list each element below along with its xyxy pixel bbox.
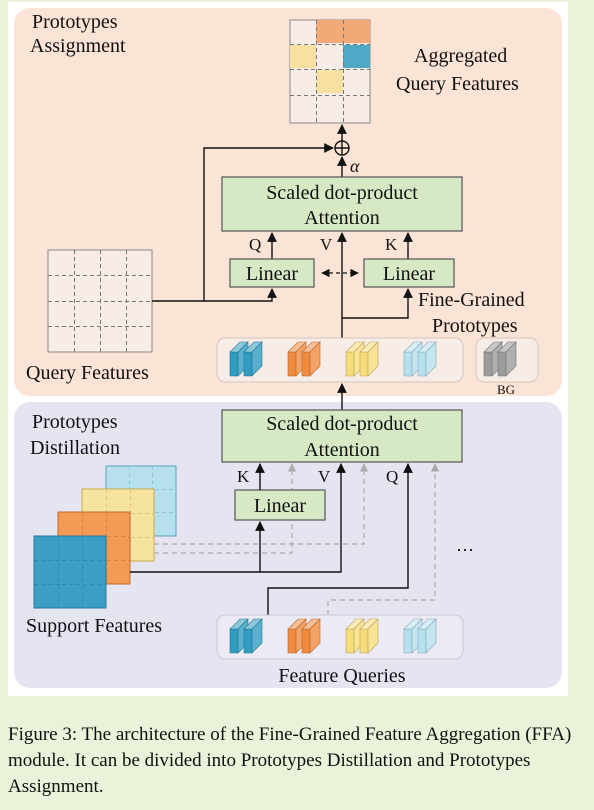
linear-left-label: Linear [246, 263, 299, 285]
distillation-attention-line1: Scaled dot-product [266, 413, 418, 435]
linear-right-label: Linear [383, 263, 436, 285]
token-pair [345, 341, 379, 377]
distillation-v-label: V [318, 467, 331, 486]
distillation-linear-label: Linear [254, 495, 307, 517]
distillation-linear-box [234, 489, 326, 521]
fine-grained-label-line2: Prototypes [432, 315, 518, 337]
token-pair [345, 618, 379, 654]
assignment-k-label: K [385, 235, 398, 254]
aggregated-label-line1: Aggregated [414, 45, 507, 67]
figure-caption: Figure 3: The architecture of the Fine-G… [8, 724, 572, 797]
assignment-attention-box [221, 176, 463, 232]
sum-node-icon [334, 140, 350, 156]
arrow-prototypes-to-linear [342, 288, 413, 319]
assignment-q-label: Q [249, 235, 261, 254]
linear-right-box [363, 258, 455, 288]
dashed-arrow-other-k [100, 463, 297, 554]
arrow-query-residual [203, 143, 334, 301]
distillation-q-label: Q [386, 467, 398, 486]
support-features-stack [33, 465, 177, 609]
token-pair [229, 618, 263, 654]
feature-query-tokens [229, 618, 437, 654]
fine-grained-prototypes-tray [216, 337, 464, 383]
alpha-label: α [350, 156, 360, 176]
aggregated-label-line2: Query Features [396, 73, 519, 95]
assignment-attention-line1: Scaled dot-product [266, 182, 418, 204]
arrow-queries-to-q [267, 463, 413, 615]
arrow-support-to-v [130, 463, 346, 573]
ffa-diagram: Prototypes Assignment Aggregated Query F… [8, 2, 568, 696]
token-pair [287, 341, 321, 377]
assignment-v-label: V [320, 235, 333, 254]
query-features-label: Query Features [26, 362, 149, 384]
fine-grained-prototype-tokens [229, 341, 437, 377]
feature-queries-label: Feature Queries [278, 665, 405, 687]
distillation-k-label: K [237, 467, 250, 486]
distillation-title-line2: Distillation [30, 437, 120, 459]
token-pair [403, 341, 437, 377]
dashed-arrow-other-q [327, 463, 440, 615]
background-prototype-tokens [483, 341, 517, 377]
token-pair [229, 341, 263, 377]
assignment-title-line2: Assignment [30, 35, 126, 57]
token-pair [403, 618, 437, 654]
token-pair [483, 341, 517, 377]
arrow-query-to-linear [152, 288, 277, 302]
aggregated-query-features-grid [289, 19, 371, 124]
query-features-grid [47, 249, 153, 353]
support-features-label: Support Features [26, 615, 162, 637]
distillation-title-line1: Prototypes [32, 411, 118, 433]
ellipsis-label: ⋯ [456, 540, 474, 560]
bg-label: BG [497, 382, 515, 397]
distillation-attention-box [221, 409, 463, 463]
feature-queries-tray [216, 614, 464, 660]
assignment-attention-line2: Attention [304, 207, 380, 229]
token-pair [287, 618, 321, 654]
distillation-attention-line2: Attention [304, 439, 380, 461]
assignment-title-line1: Prototypes [32, 11, 118, 33]
linear-left-box [229, 258, 315, 288]
dashed-arrow-other-v [100, 463, 369, 545]
fine-grained-label-line1: Fine-Grained [418, 289, 525, 311]
